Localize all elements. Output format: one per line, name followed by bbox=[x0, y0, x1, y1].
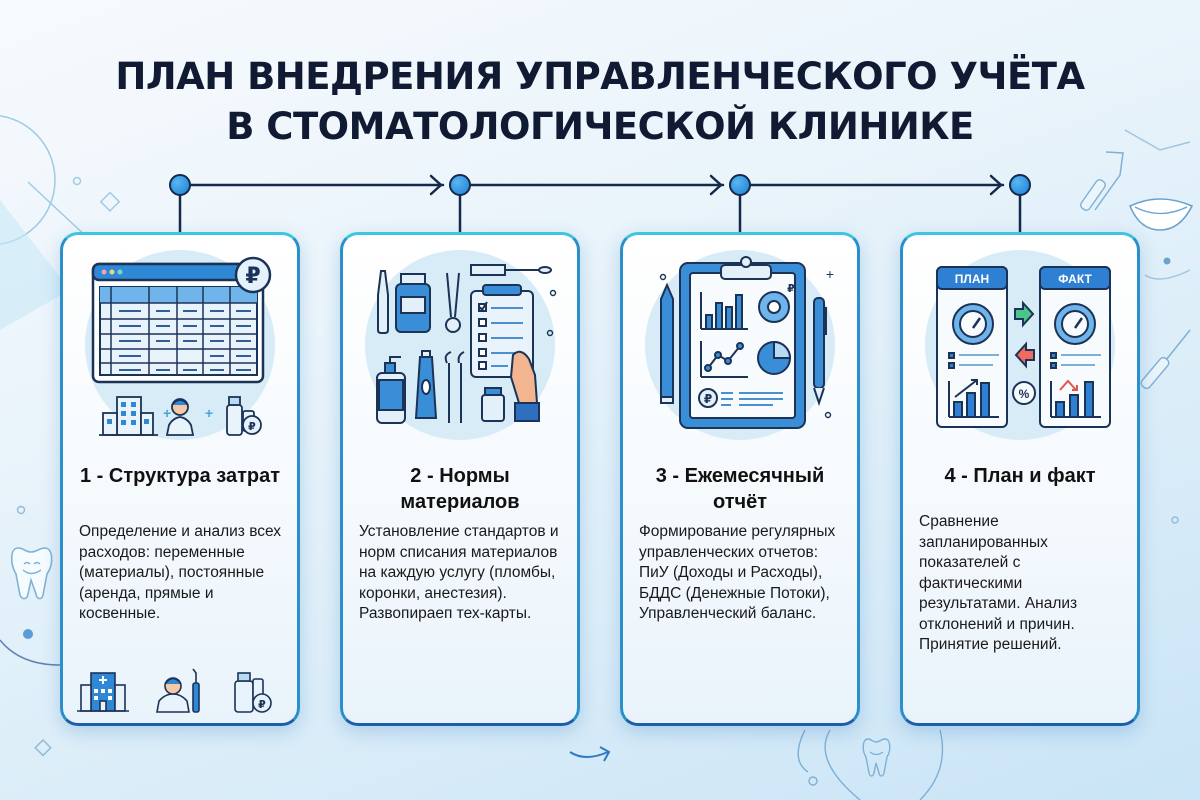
tooth-outline-icon bbox=[862, 738, 891, 777]
ruble-coin-icon: ₽ bbox=[234, 256, 272, 294]
step-title-1: 1 - Структура затрат bbox=[80, 465, 280, 487]
pencil-icon bbox=[660, 282, 674, 404]
pie-chart-icon bbox=[757, 340, 792, 375]
svg-text:ФАКТ: ФАКТ bbox=[1058, 272, 1092, 286]
smiling-tooth-icon bbox=[10, 547, 53, 600]
material-norms-illustration bbox=[365, 250, 557, 440]
plan-panel bbox=[936, 266, 1008, 428]
svg-text:₽: ₽ bbox=[245, 264, 260, 289]
svg-text:+: + bbox=[826, 266, 834, 282]
timeline-node-1 bbox=[169, 174, 191, 196]
monthly-report-illustration: ₽ ₽ + bbox=[645, 250, 835, 440]
pen-icon bbox=[813, 297, 827, 407]
step-card-2: 2 - Нормы материалов Установление станда… bbox=[340, 232, 580, 726]
svg-text:+: + bbox=[163, 405, 171, 421]
step-title-4: 4 - План и факт bbox=[944, 465, 1096, 487]
arrow-right-green-icon bbox=[1014, 300, 1035, 328]
title-line-1: ПЛАН ВНЕДРЕНИЯ УПРАВЛЕНЧЕСКОГО УЧЁТА bbox=[115, 55, 1085, 98]
fact-panel bbox=[1039, 266, 1111, 428]
small-vial-icon bbox=[481, 387, 505, 422]
dental-mirror-icon bbox=[445, 272, 461, 333]
hand-icon bbox=[509, 350, 540, 422]
ampoule-icon bbox=[377, 270, 389, 334]
step-card-3: ₽ ₽ + 3 - Ежемесячный отчёт Формирование… bbox=[620, 232, 860, 726]
line-chart-icon bbox=[700, 341, 748, 378]
jar-icon bbox=[395, 273, 431, 333]
step-title-2: 2 - Нормы материалов bbox=[400, 465, 520, 513]
step-description-4: Сравнение запланированных показателей с … bbox=[919, 513, 1078, 653]
step-card-4: ПЛАН ФАКТ % 4 - План и факт Сравнение за… bbox=[900, 232, 1140, 726]
bar-chart-icon bbox=[700, 292, 748, 330]
timeline-node-2 bbox=[449, 174, 471, 196]
cost-icons-row: ₽ bbox=[77, 668, 272, 713]
svg-text:₽: ₽ bbox=[787, 283, 795, 295]
arrow-left-red-icon bbox=[1014, 341, 1035, 369]
medicine-bottles-icon: ₽ bbox=[226, 396, 262, 436]
percent-icon bbox=[1012, 381, 1036, 405]
smile-lips-icon bbox=[1128, 198, 1194, 231]
bottles-ruble-icon: ₽ bbox=[234, 672, 272, 713]
pump-bottle-icon bbox=[376, 356, 406, 424]
step-card-1: ₽ + + ₽ 1 - Структура затрат Определение… bbox=[60, 232, 300, 726]
svg-text:₽: ₽ bbox=[704, 392, 712, 406]
toothbrush-icon bbox=[470, 264, 552, 276]
svg-text:₽: ₽ bbox=[248, 421, 256, 433]
step-description-2: Установление стандартов и норм списания … bbox=[359, 523, 559, 622]
doctor-icon bbox=[165, 398, 195, 436]
donut-chart-icon bbox=[758, 291, 790, 323]
dentist-with-tool-icon bbox=[156, 668, 200, 713]
page-title: ПЛАН ВНЕДРЕНИЯ УПРАВЛЕНЧЕСКОГО УЧЁТА В С… bbox=[0, 52, 1200, 152]
step-description-3: Формирование регулярных управленческих о… bbox=[639, 523, 836, 622]
spreadsheet-icon bbox=[91, 262, 265, 384]
step-description-1: Определение и анализ всех расходов: пере… bbox=[79, 523, 282, 622]
ruble-icon bbox=[698, 388, 718, 408]
svg-text:ПЛАН: ПЛАН bbox=[955, 272, 989, 286]
building-icon bbox=[99, 396, 158, 436]
svg-text:%: % bbox=[1019, 387, 1030, 401]
step-title-3: 3 - Ежемесячный отчёт bbox=[655, 465, 825, 513]
timeline-node-4 bbox=[1009, 174, 1031, 196]
timeline-node-3 bbox=[729, 174, 751, 196]
dental-probe-icon bbox=[444, 351, 465, 423]
tube-icon bbox=[414, 350, 438, 419]
svg-text:₽: ₽ bbox=[258, 699, 266, 711]
cost-structure-illustration: ₽ + + ₽ bbox=[85, 250, 275, 440]
hospital-icon bbox=[77, 672, 129, 712]
svg-text:+: + bbox=[205, 405, 213, 421]
plan-vs-fact-illustration: ПЛАН ФАКТ % bbox=[925, 250, 1115, 440]
title-line-2: В СТОМАТОЛОГИЧЕСКОЙ КЛИНИКЕ bbox=[226, 105, 974, 148]
